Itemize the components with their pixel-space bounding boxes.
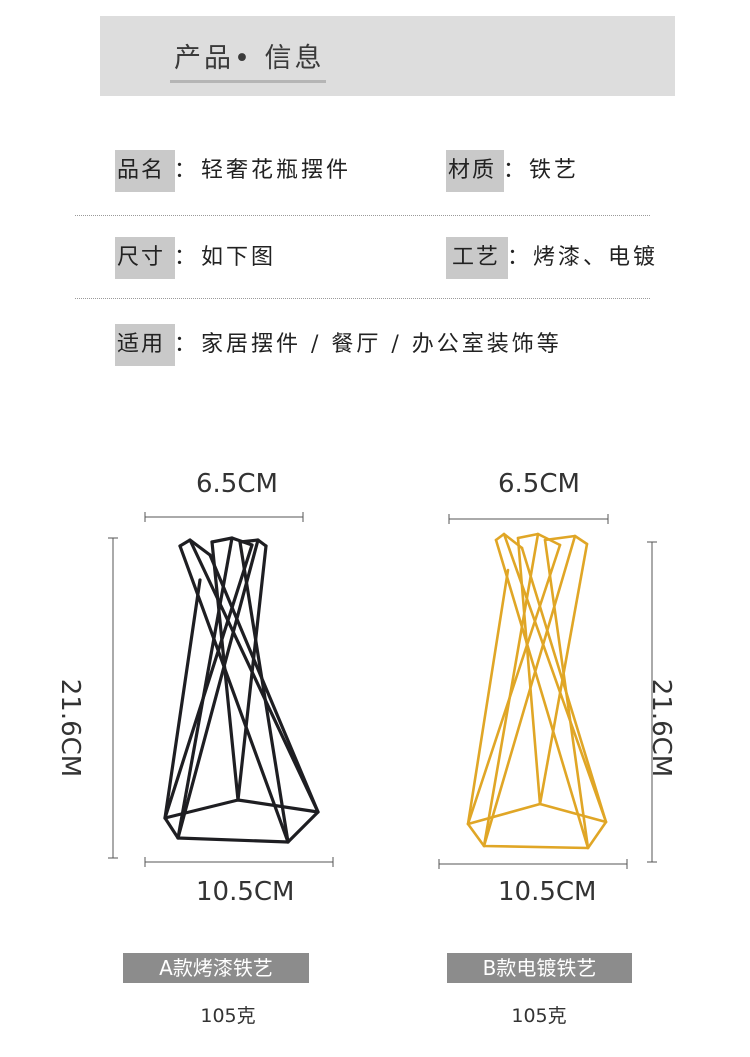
top-width-label-a: 6.5CM	[196, 469, 278, 499]
dimension-lines-b	[438, 514, 657, 869]
title-underline	[170, 80, 326, 83]
spec-label-name: 品名	[115, 150, 175, 192]
height-label-b: 21.6CM	[646, 678, 677, 778]
spec-value-craft: 烤漆、电镀	[533, 245, 659, 270]
spec-value-size: 如下图	[201, 245, 277, 270]
spec-label-usage: 适用	[115, 324, 175, 366]
height-label-a: 21.6CM	[55, 678, 86, 778]
top-width-label-b: 6.5CM	[498, 469, 580, 499]
spec-value-usage: 家居摆件 / 餐厅 / 办公室装饰等	[201, 332, 562, 357]
spec-colon: ：	[503, 158, 526, 183]
spec-colon: ：	[174, 158, 197, 183]
dimension-lines-a	[108, 512, 334, 867]
weight-label-a: 105克	[200, 1005, 256, 1027]
variant-label-b: B款电镀铁艺	[447, 953, 632, 983]
weight-label-b: 105克	[511, 1005, 567, 1027]
vase-a-black	[163, 536, 320, 844]
spec-label-material: 材质	[446, 150, 504, 192]
variant-label-a: A款烤漆铁艺	[123, 953, 309, 983]
row-divider	[75, 215, 650, 216]
spec-colon: ：	[174, 245, 197, 270]
spec-label-size: 尺寸	[115, 237, 175, 279]
row-divider	[75, 298, 650, 299]
spec-colon: ：	[174, 332, 197, 357]
spec-label-craft: 工艺	[446, 237, 508, 279]
spec-value-material: 铁艺	[529, 158, 580, 183]
bottom-width-label-a: 10.5CM	[196, 877, 295, 907]
vase-b-gold	[466, 532, 608, 850]
bottom-width-label-b: 10.5CM	[498, 877, 597, 907]
spec-value-name: 轻奢花瓶摆件	[201, 158, 352, 183]
page-title: 产品• 信息	[174, 43, 325, 74]
spec-colon: ：	[507, 245, 530, 270]
